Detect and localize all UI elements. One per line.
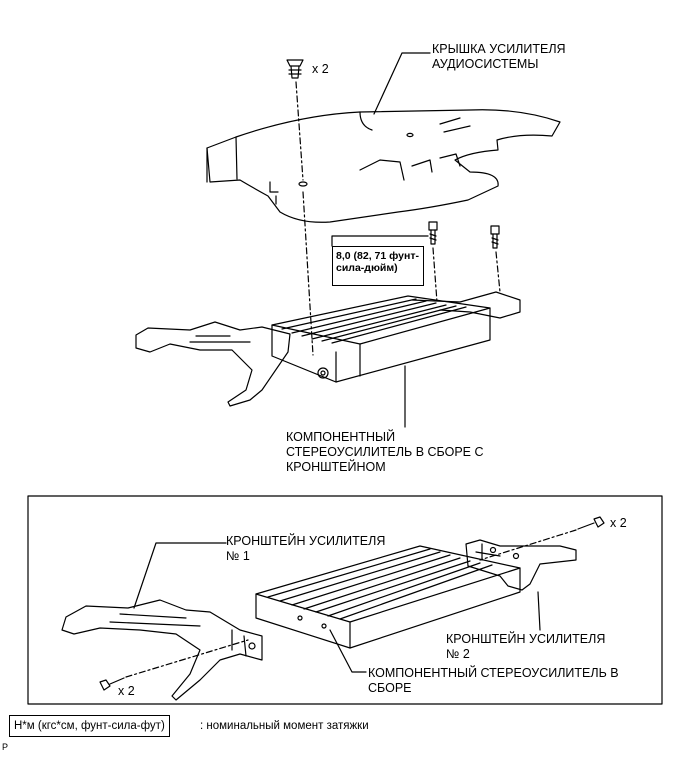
torque-unit-box: Н*м (кгс*см, фунт-сила-фут) [9, 715, 170, 737]
torque-spec: 8,0 (82, 71 фунт- сила-дюйм) [332, 246, 424, 286]
clip-quantity: x 2 [312, 62, 329, 76]
amp-label: КОМПОНЕНТНЫЙ СТЕРЕОУСИЛИТЕЛЬ В СБОРЕ [368, 666, 619, 695]
bracket1-leader [133, 542, 227, 609]
amp-leader [329, 629, 367, 673]
bolt-icon-2 [490, 225, 500, 249]
bracket2-label: КРОНШТЕЙН УСИЛИТЕЛЯ № 2 [446, 632, 606, 661]
corner-mark: P [2, 742, 9, 752]
amp-assembly-label: КОМПОНЕНТНЫЙ СТЕРЕОУСИЛИТЕЛЬ В СБОРЕ С К… [286, 430, 484, 474]
screw-icon-left [99, 677, 125, 691]
bracket2-leader [537, 591, 541, 631]
clip-axis [295, 81, 304, 181]
screw-icon-right [577, 516, 605, 530]
screw-quantity-right: x 2 [610, 516, 627, 530]
bolt-icon [428, 221, 438, 245]
screw-axis-right [479, 529, 577, 561]
torque-leader [331, 235, 429, 247]
screw-quantity-left: x 2 [118, 684, 135, 698]
torque-unit-description: : номинальный момент затяжки [200, 720, 369, 732]
bolt-axis-2 [495, 251, 501, 293]
bracket1-label: КРОНШТЕЙН УСИЛИТЕЛЯ № 1 [226, 534, 386, 563]
amplifier-cover [206, 109, 561, 223]
clip-icon [286, 59, 304, 79]
amplifier-with-bracket [135, 291, 521, 407]
detail-frame [27, 495, 663, 705]
cover-label: КРЫШКА УСИЛИТЕЛЯ АУДИОСИСТЕМЫ [432, 42, 566, 71]
cover-leader [373, 52, 431, 115]
screw-axis-left [125, 639, 249, 678]
amplifier [255, 545, 521, 649]
bolt-axis-1 [432, 247, 438, 303]
bracket-1 [61, 599, 263, 701]
